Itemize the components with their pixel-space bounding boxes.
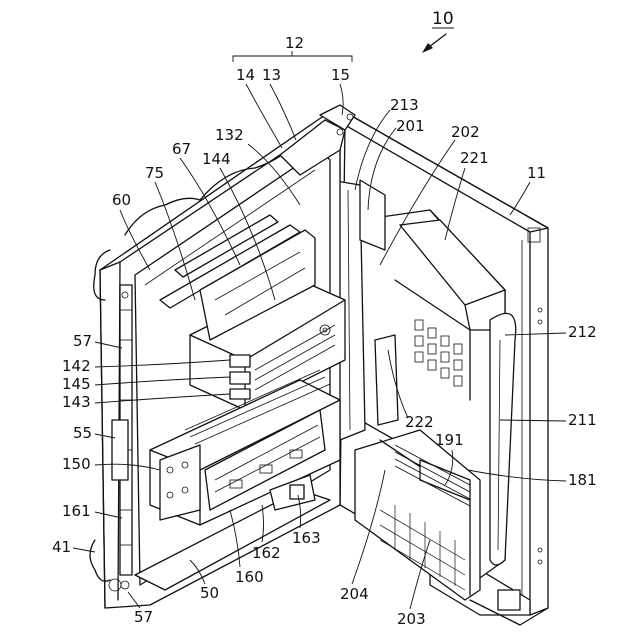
label-75: 75 [145, 164, 164, 182]
label-11: 11 [527, 164, 546, 182]
label-14: 14 [236, 66, 255, 84]
ref-10: 10 [432, 9, 454, 29]
label-67: 67 [172, 140, 191, 158]
label-150: 150 [62, 455, 91, 473]
label-57a: 57 [73, 332, 92, 350]
label-160: 160 [235, 568, 264, 586]
label-60: 60 [112, 191, 131, 209]
label-162: 162 [252, 544, 281, 562]
label-204: 204 [340, 585, 369, 603]
label-50: 50 [200, 584, 219, 602]
label-15: 15 [331, 66, 350, 84]
label-213: 213 [390, 96, 419, 114]
assembly-bracket-12: 12 [233, 34, 352, 62]
ref-12: 12 [285, 34, 304, 52]
label-201: 201 [396, 117, 425, 135]
label-41: 41 [52, 538, 71, 556]
label-132: 132 [215, 126, 244, 144]
label-161: 161 [62, 502, 91, 520]
label-222: 222 [405, 413, 434, 431]
device-reference: 10 [422, 9, 454, 53]
label-13: 13 [262, 66, 281, 84]
label-191: 191 [435, 431, 464, 449]
label-163: 163 [292, 529, 321, 547]
label-211: 211 [568, 411, 597, 429]
label-203: 203 [397, 610, 426, 628]
label-142: 142 [62, 357, 91, 375]
label-221: 221 [460, 149, 489, 167]
label-144: 144 [202, 150, 231, 168]
label-57b: 57 [134, 608, 153, 626]
label-212: 212 [568, 323, 597, 341]
label-202: 202 [451, 123, 480, 141]
label-145: 145 [62, 375, 91, 393]
label-55: 55 [73, 424, 92, 442]
label-181: 181 [568, 471, 597, 489]
label-143: 143 [62, 393, 91, 411]
